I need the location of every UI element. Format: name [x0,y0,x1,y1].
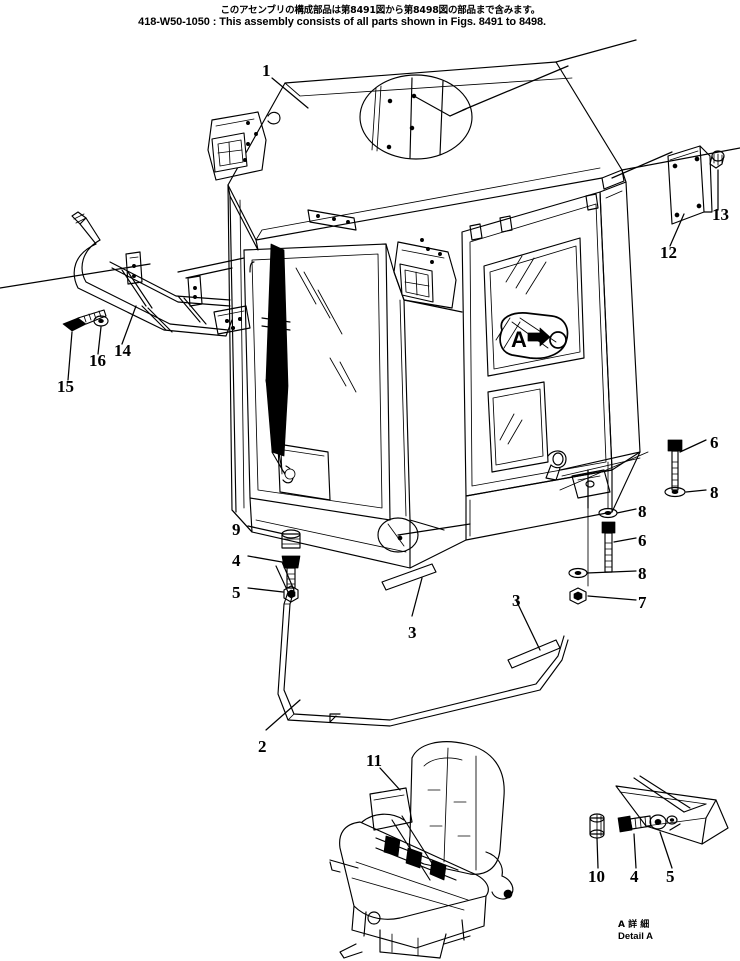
bolt-6-lower-drawing [601,521,616,573]
operator-seat-drawing [329,741,514,959]
bolt-6-upper-drawing [667,439,683,491]
item-label-1: 1 [262,61,271,80]
nut-7-drawing [569,587,587,605]
item-label-3a: 3 [408,623,417,642]
item-label-2: 2 [258,737,267,756]
cover-plate-drawing [667,145,713,225]
grommet-9-drawing [281,529,301,549]
svg-text:A: A [511,327,527,352]
bolt-15-drawing [62,309,107,332]
item-label-4b: 4 [630,867,639,886]
item-label-3b: 3 [512,591,521,610]
item-label-7: 7 [638,593,647,612]
item-label-5b: 5 [666,867,675,886]
item-label-6b: 6 [638,531,647,550]
item-label-8a: 8 [710,483,719,502]
item-label-5a: 5 [232,583,241,602]
item-label-4a: 4 [232,551,241,570]
washer-8-upper-drawing [664,486,686,498]
bushing-10-drawing [589,813,605,839]
detail-a-caption: A 詳 細 Detail A [618,920,653,943]
washer-8-lower-drawing [568,567,588,579]
item-label-16: 16 [89,351,106,370]
leader-lines [0,39,740,869]
item-label-14: 14 [114,341,131,360]
item-label-9: 9 [232,520,241,539]
item-label-13: 13 [712,205,729,224]
seal-strip-drawing [381,563,561,669]
item-label-8c: 8 [638,564,647,583]
detail-a-drawing [589,775,729,845]
item-label-10: 10 [588,867,605,886]
section-arrow-A-symbol: A [499,312,569,360]
item-label-11: 11 [366,751,383,770]
detail-a-caption-en: Detail A [618,931,654,943]
detail-a-caption-jp: A 詳 細 [618,920,650,930]
item-label-15: 15 [57,377,74,396]
washer-8-middle-drawing [598,507,618,519]
item-label-8b: 8 [638,502,647,521]
bolt-4-detail-drawing [617,815,652,833]
hardware-stack-right [559,439,686,605]
header-note-japanese: このアセンブリの構成部品は第8491図から第8498図の部品まで含みます。 [220,5,540,16]
washer-5-detail-drawing [649,814,667,830]
screw-13-drawing [709,150,725,169]
header-note-english: 418-W50-1050 : This assembly consists of… [138,16,546,28]
item-label-6a: 6 [710,433,719,452]
item-label-12: 12 [660,243,677,262]
washer-16-drawing [93,315,109,327]
cab-assembly-drawing [207,61,641,569]
lower-seal-strip-drawing [275,561,569,727]
